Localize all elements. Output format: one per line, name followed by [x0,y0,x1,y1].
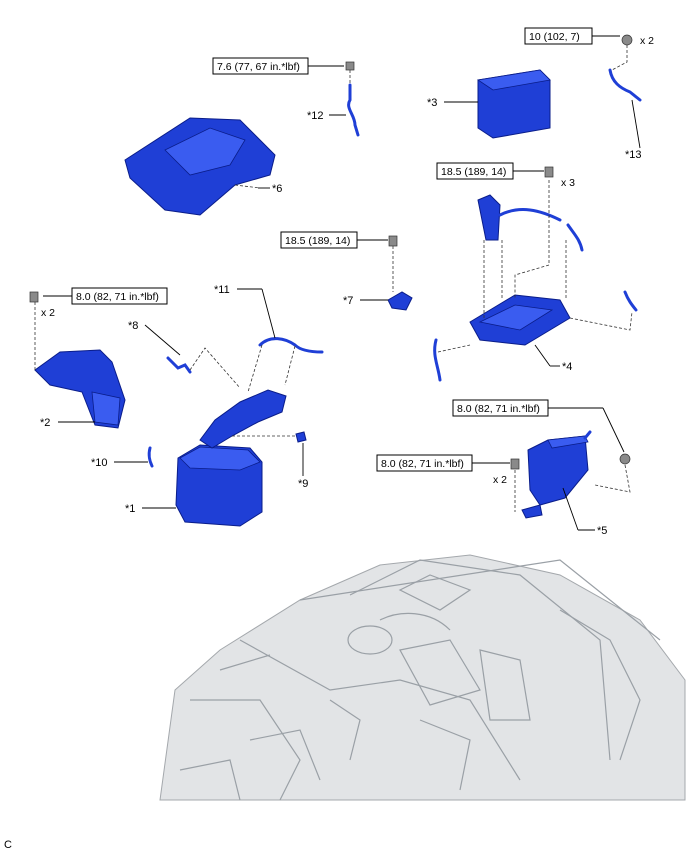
qty-tray: x 3 [561,177,575,189]
wire-12 [345,61,360,137]
engine-bay-illustration [159,554,686,801]
battery [476,69,551,139]
qty-battery: x 2 [640,35,654,47]
battery-tray [433,180,638,382]
part-label-6: *6 [272,183,282,195]
torque-label-tray: 18.5 (189, 14) [441,166,506,178]
part-label-7: *7 [343,295,353,307]
qty-5: x 2 [493,474,507,486]
part-label-11: *11 [214,284,230,296]
hose-11 [247,337,324,393]
part-label-13: *13 [625,149,642,161]
torque-label-5a: 8.0 (82, 71 in.*lbf) [457,403,540,415]
wire-13 [608,45,642,102]
torque-label-battery: 10 (102, 7) [529,31,580,43]
ecu-bracket [514,430,631,519]
part-label-9: *9 [298,478,308,490]
part-label-10: *10 [91,457,108,469]
torque-label-7: 18.5 (189, 14) [285,235,350,247]
torque-label-2: 8.0 (82, 71 in.*lbf) [76,291,159,303]
qty-2: x 2 [41,307,55,319]
air-inlet-duct [34,302,126,429]
torque-label-5b: 8.0 (82, 71 in.*lbf) [381,458,464,470]
part-label-1: *1 [125,503,135,515]
clip-9 [295,431,307,443]
part-label-12: *12 [307,110,324,122]
torque-label-12: 7.6 (77, 67 in.*lbf) [217,61,300,73]
engine-cover [124,117,276,216]
part-label-8: *8 [128,320,138,332]
air-cleaner-assembly [175,389,300,527]
diagram-code: C [4,839,12,851]
part-label-5: *5 [597,525,607,537]
hose-10 [147,446,154,468]
part-label-2: *2 [40,417,50,429]
hose-8 [166,347,241,389]
bracket-7 [387,246,413,311]
part-label-3: *3 [427,97,437,109]
part-label-4: *4 [562,361,572,373]
